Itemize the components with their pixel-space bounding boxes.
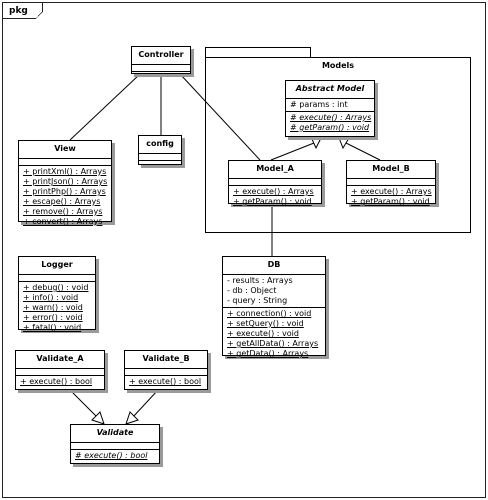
operation: # execute() : Arrays [290,113,372,122]
class-controller-operations [132,72,190,78]
operation: + execute() : bool [20,377,93,386]
gen-model-b-arrowhead [338,137,350,150]
gen-model-a-arrowhead [310,136,322,150]
class-validate[interactable]: Validate # execute() : bool [70,424,160,464]
operation: + getParam() : void [351,197,430,206]
class-validate-a-operations: + execute() : bool [16,376,104,388]
operation: + fatal() : void [23,323,82,332]
class-validate-attributes [71,443,159,450]
operation: + warn() : void [23,303,83,312]
class-model-b[interactable]: Model_B + execute() : Arrays + getParam(… [346,160,436,206]
class-db-operations: + connection() : void + setQuery() : voi… [223,308,325,360]
gen-validate-a-validate [69,389,99,419]
operation: + info() : void [23,293,79,302]
class-validate-a[interactable]: Validate_A + execute() : bool [15,350,105,390]
operation: + execute() : Arrays [351,187,432,196]
operation: + printXml() : Arrays [23,167,107,176]
class-validate-a-name: Validate_A [16,351,104,369]
class-db[interactable]: DB - results : Arrays - db : Object - qu… [222,256,326,358]
class-controller[interactable]: Controller [131,46,191,74]
class-validate-operations: # execute() : bool [71,450,159,462]
gen-model-a-abstract [270,142,315,161]
gen-validate-a-arrowhead [91,411,105,425]
frame-label: pkg [3,3,43,19]
operation: + escape() : Arrays [23,197,101,206]
class-view-attributes [19,159,111,166]
class-view-operations: + printXml() : Arrays + printJson() : Ar… [19,166,111,228]
operation: + error() : void [23,313,83,322]
assoc-controller-view [69,73,141,141]
operation: + printPhp() : Arrays [23,187,106,196]
class-view[interactable]: View + printXml() : Arrays + printJson()… [18,140,112,226]
class-view-name: View [19,141,111,159]
class-validate-b-operations: + execute() : bool [125,376,207,388]
class-config-attributes [139,154,181,161]
class-model-a-operations: + execute() : Arrays + getParam() : void [229,186,321,208]
operation: + printJson() : Arrays [23,177,108,186]
class-model-b-operations: + execute() : Arrays + getParam() : void [347,186,435,208]
attribute: # params : int [290,100,348,109]
class-config-name: config [139,136,181,154]
operation: + getData() : Arrays [227,349,309,358]
class-config-operations [139,161,181,167]
operation: + convert() : Arrays [23,217,103,226]
operation: + setQuery() : void [227,319,304,328]
gen-validate-b-validate [131,389,159,419]
models-package-tab[interactable] [205,47,311,58]
operation: # execute() : bool [75,451,148,460]
class-logger[interactable]: Logger + debug() : void + info() : void … [18,256,96,332]
class-validate-b-attributes [125,369,207,376]
operation: + getAllData() : Arrays [227,339,319,348]
class-config[interactable]: config [138,135,182,165]
class-logger-operations: + debug() : void + info() : void + warn(… [19,282,95,334]
class-abstract-model-attributes: # params : int [286,99,374,112]
operation: + debug() : void [23,283,89,292]
operation: + connection() : void [227,309,312,318]
class-logger-attributes [19,275,95,282]
class-model-a[interactable]: Model_A + execute() : Arrays + getParam(… [228,160,322,206]
gen-validate-b-arrowhead [125,411,139,425]
class-model-a-attributes [229,179,321,186]
class-logger-name: Logger [19,257,95,275]
attribute: - db : Object [227,286,277,295]
operation: + execute() : Arrays [233,187,314,196]
class-model-b-name: Model_B [347,161,435,179]
class-validate-b-name: Validate_B [125,351,207,369]
class-controller-name: Controller [132,47,190,65]
class-validate-b[interactable]: Validate_B + execute() : bool [124,350,208,390]
assoc-controller-model-a [179,73,261,161]
class-abstract-model-operations: # execute() : Arrays # getParam() : void [286,112,374,134]
operation: + execute() : void [227,329,299,338]
class-validate-name: Validate [71,425,159,443]
attribute: - results : Arrays [227,276,293,285]
operation: + remove() : Arrays [23,207,103,216]
operation: + execute() : bool [129,377,202,386]
class-model-b-attributes [347,179,435,186]
operation: # getParam() : void [290,123,370,132]
operation: + getParam() : void [233,197,312,206]
class-db-attributes: - results : Arrays - db : Object - query… [223,275,325,308]
class-abstract-model-name: Abstract Model [286,81,374,99]
attribute: - query : String [227,296,288,305]
class-db-name: DB [223,257,325,275]
class-abstract-model[interactable]: Abstract Model # params : int # execute(… [285,80,375,137]
class-model-a-name: Model_A [229,161,321,179]
class-controller-attributes [132,65,190,72]
class-validate-a-attributes [16,369,104,376]
gen-model-b-abstract [345,142,381,161]
models-package-name: Models [321,61,355,70]
